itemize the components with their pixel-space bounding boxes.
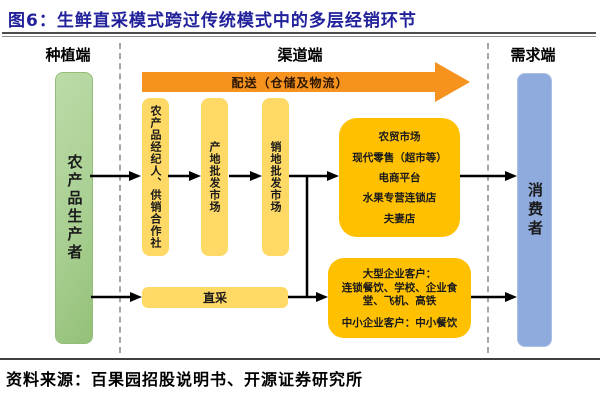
- node-enterprise-customers: 大型企业客户： 连锁餐饮、学校、企业食堂、飞机、高铁 中小企业客户：中小餐饮: [328, 258, 471, 338]
- figure-title: 图6：生鲜直采模式跨过传统模式中的多层经销环节: [8, 11, 417, 31]
- node-producer: 农产品生产者: [55, 72, 93, 344]
- node-origin-wholesale-label: 产地批发市场: [208, 141, 221, 213]
- delivery-arrow-label: 配送（仓储及物流）: [231, 76, 349, 90]
- divider-channel-demand: [487, 43, 489, 353]
- delivery-arrow-shape: [142, 62, 470, 102]
- section-label-channel: 渠道端: [277, 46, 323, 64]
- node-destination-wholesale-label: 销地批发市场: [269, 141, 282, 213]
- delivery-arrow: [142, 62, 470, 102]
- node-consumer-label: 消费者: [526, 181, 544, 239]
- enterprise-line-large-title: 大型企业客户：: [362, 267, 437, 280]
- retail-line-fruit-chain: 水果专营连锁店: [362, 192, 437, 205]
- retail-line-mom-and-pop: 夫妻店: [383, 212, 416, 225]
- divider-planting-channel: [119, 43, 121, 353]
- source-note: 资料来源：百果园招股说明书、开源证券研究所: [6, 370, 364, 389]
- section-label-demand: 需求端: [510, 46, 556, 64]
- node-direct-procurement: 直采: [142, 287, 288, 308]
- node-origin-wholesale: 产地批发市场: [201, 98, 228, 256]
- node-consumer: 消费者: [517, 73, 552, 347]
- retail-line-farmers-market: 农贸市场: [378, 131, 421, 144]
- node-broker-label: 农产品经纪人、供销合作社: [149, 105, 162, 249]
- enterprise-line-sme: 中小企业客户：中小餐饮: [341, 317, 458, 330]
- node-producer-label: 农产品生产者: [65, 154, 84, 262]
- node-destination-wholesale: 销地批发市场: [262, 98, 289, 256]
- retail-line-ecommerce: 电商平台: [378, 171, 421, 184]
- enterprise-line-large-detail: 连锁餐饮、学校、企业食堂、飞机、高铁: [341, 281, 458, 307]
- node-retail-channels: 农贸市场 现代零售（超市等） 电商平台 水果专营连锁店 夫妻店: [339, 118, 460, 237]
- retail-line-modern-retail: 现代零售（超市等）: [352, 151, 447, 164]
- source-divider: [0, 358, 600, 360]
- title-divider-bottom: [2, 36, 596, 37]
- section-label-planting: 种植端: [45, 46, 91, 64]
- node-broker-cooperative: 农产品经纪人、供销合作社: [142, 98, 169, 256]
- title-divider-top: [2, 32, 596, 34]
- node-direct-procurement-label: 直采: [202, 291, 227, 305]
